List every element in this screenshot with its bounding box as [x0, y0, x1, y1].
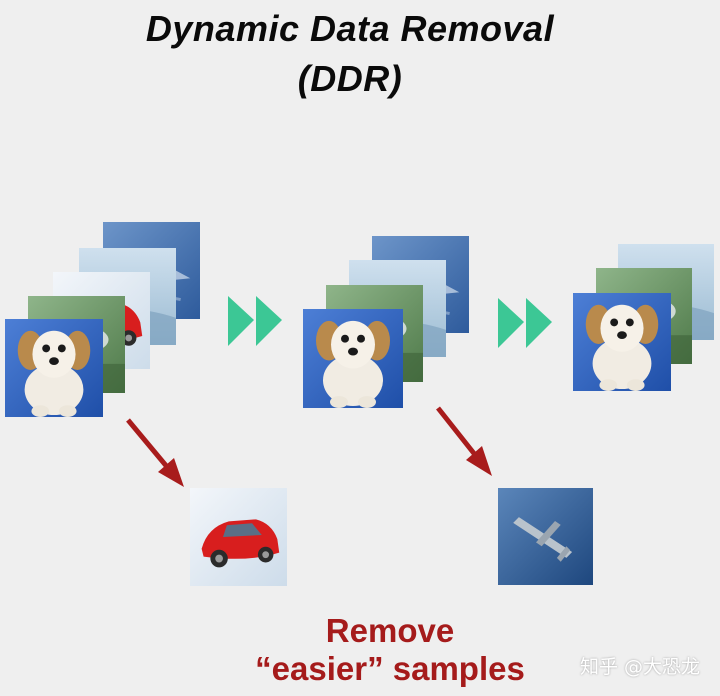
removal-arrow-1 [128, 420, 184, 487]
dog-image [5, 319, 103, 417]
stage-2-stack [303, 236, 469, 408]
removed-car-image [190, 488, 287, 586]
stage-1-stack [5, 222, 200, 417]
removal-arrow-2 [438, 408, 492, 476]
watermark: 知乎 @大恐龙 [580, 652, 700, 679]
removed-airplane-image [498, 488, 593, 585]
caption-line-1: Remove [240, 612, 540, 650]
dog-image [573, 293, 671, 391]
forward-arrow-1 [228, 296, 282, 346]
forward-arrow-2 [498, 298, 552, 348]
caption-line-2: “easier” samples [240, 650, 540, 688]
dog-image [303, 309, 403, 408]
stage-3-stack [573, 244, 714, 391]
